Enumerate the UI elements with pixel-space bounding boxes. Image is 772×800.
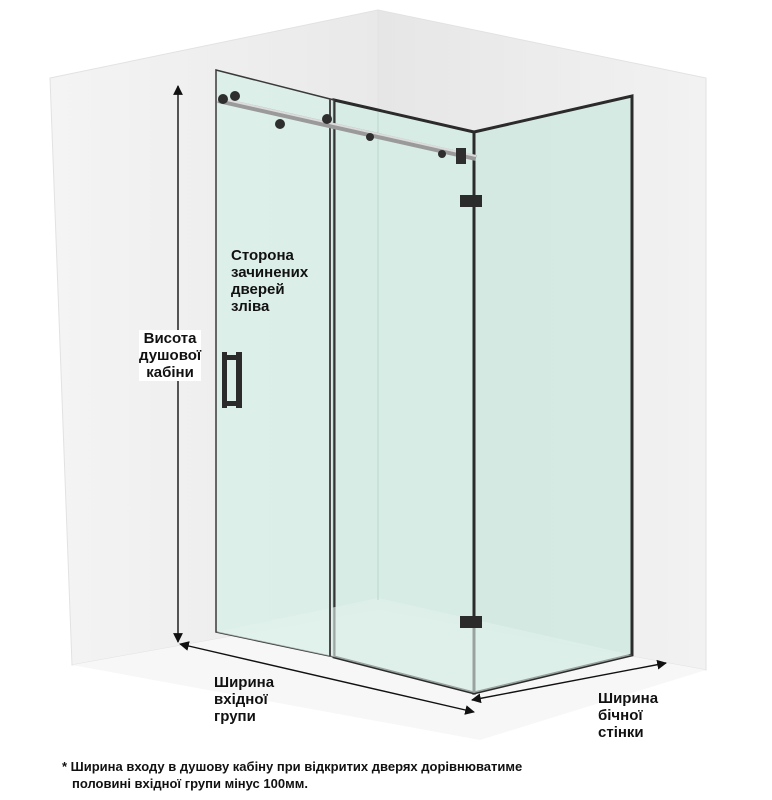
entry-width-dimension-line bbox=[179, 641, 475, 715]
entry-width-label: Ширина вхідної групи bbox=[214, 674, 274, 725]
side-width-label-line: Ширина bbox=[598, 690, 659, 707]
roller-3 bbox=[275, 119, 285, 129]
height-label: Висота душової кабіни bbox=[139, 330, 202, 381]
rail-end-bracket bbox=[456, 148, 466, 164]
door-side-label-line: дверей bbox=[231, 281, 285, 298]
side-glass-panel bbox=[472, 94, 634, 695]
rail-bar bbox=[217, 97, 477, 161]
door-side-label: Сторона зачинених дверей зліва bbox=[231, 247, 308, 315]
height-label-line: кабіни bbox=[146, 364, 194, 381]
door-side-label-line: Сторона bbox=[231, 247, 294, 264]
rail-highlight bbox=[217, 97, 477, 157]
footnote: * Ширина входу в душову кабіну при відкр… bbox=[62, 758, 522, 792]
side-width-dimension-line bbox=[471, 659, 667, 704]
door-handle-icon bbox=[222, 352, 242, 408]
door-side-label-line: зліва bbox=[231, 298, 270, 315]
side-width-label-line: стінки bbox=[598, 724, 644, 741]
side-width-label: Ширина бічної стінки bbox=[598, 690, 658, 741]
roller-2 bbox=[230, 91, 240, 101]
entry-width-label-line: вхідної bbox=[214, 691, 268, 708]
glass-panels bbox=[215, 69, 634, 695]
sliding-rail bbox=[217, 91, 477, 164]
height-label-line: душової bbox=[139, 347, 202, 364]
top-hinge bbox=[460, 195, 482, 207]
footnote-line-1: * Ширина входу в душову кабіну при відкр… bbox=[62, 759, 523, 774]
footnote-line-2: половині вхідної групи мінус 100мм. bbox=[72, 776, 308, 791]
roller-5 bbox=[366, 133, 374, 141]
entry-width-label-line: групи bbox=[214, 708, 256, 725]
sliding-door-panel bbox=[215, 69, 335, 658]
bottom-hinge bbox=[460, 616, 482, 628]
door-side-label-line: зачинених bbox=[231, 264, 309, 281]
hinges bbox=[460, 195, 482, 628]
roller-4 bbox=[322, 114, 332, 124]
side-width-label-line: бічної bbox=[598, 707, 643, 724]
entry-width-label-line: Ширина bbox=[214, 674, 275, 691]
height-label-line: Висота bbox=[143, 330, 197, 347]
roller-6 bbox=[438, 150, 446, 158]
roller-1 bbox=[218, 94, 228, 104]
